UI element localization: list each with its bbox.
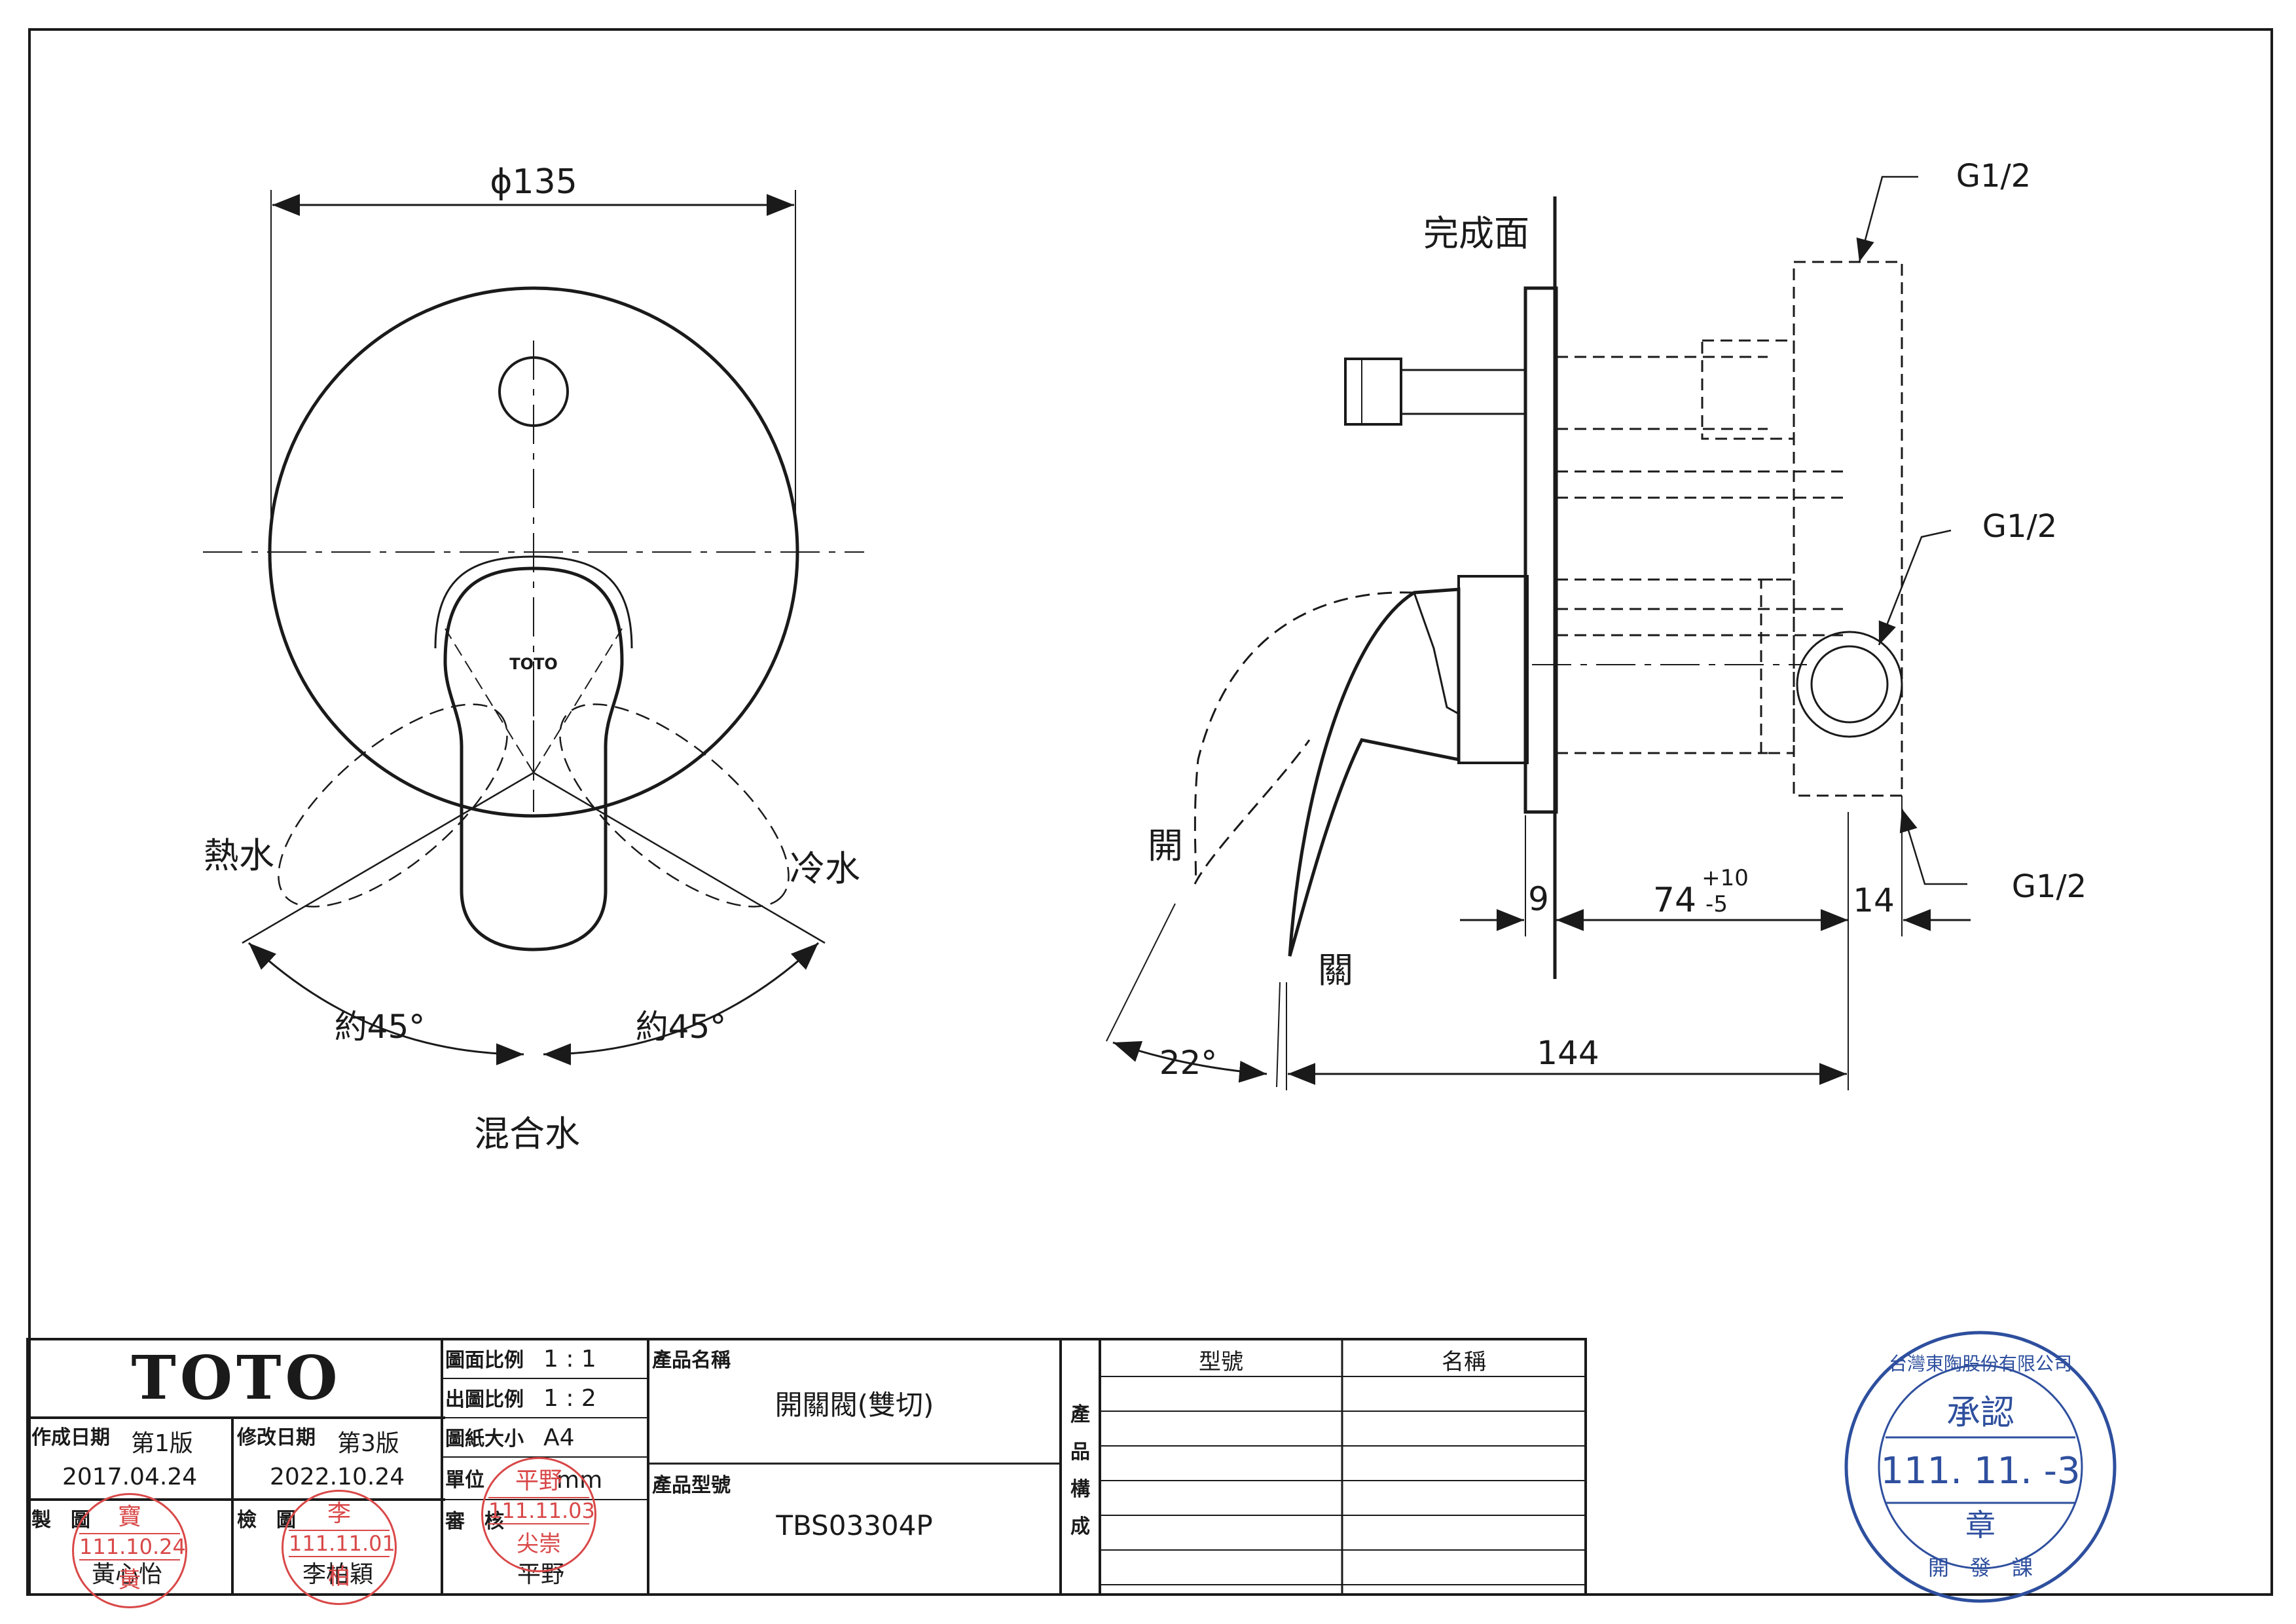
handle-logo: TOTO — [509, 655, 558, 673]
drawn-stamp-date: 111.10.24 — [79, 1533, 186, 1560]
composition-label-2: 品 — [1070, 1441, 1090, 1464]
diameter-label: ϕ135 — [490, 162, 577, 202]
created-date: 2017.04.24 — [62, 1464, 198, 1490]
valve-body — [1793, 261, 1903, 797]
finish-face-label: 完成面 — [1423, 213, 1529, 254]
dim-144-label: 144 — [1537, 1034, 1599, 1072]
cold-water-label: 冷水 — [790, 848, 860, 889]
lever-side-open-ghost — [1194, 591, 1415, 885]
outlet-port-outer — [1796, 631, 1903, 738]
open-label: 開 — [1148, 825, 1183, 866]
approval-stamp-seal: 章 — [1965, 1507, 1995, 1543]
angle-22-label: 22° — [1159, 1044, 1218, 1082]
dim-74-tol-minus: -5 — [1705, 891, 1728, 917]
modified-date: 2022.10.24 — [270, 1464, 405, 1490]
thread-bottom-label: G1/2 — [2012, 868, 2086, 905]
brand-logo: TOTO — [131, 1342, 342, 1413]
lever-collar — [1457, 575, 1529, 764]
composition-label-1: 產 — [1070, 1403, 1090, 1426]
composition-label-3: 構 — [1070, 1478, 1090, 1501]
product-name-label: 產品名稱 — [652, 1349, 731, 1372]
drawn-stamp-top: 寶 — [117, 1504, 141, 1530]
diverter-knob — [1344, 358, 1402, 426]
angle-left-label: 約45° — [335, 1008, 426, 1046]
thread-mid-label: G1/2 — [1982, 508, 2057, 545]
approval-stamp — [1844, 1331, 2117, 1603]
column-model-header: 型號 — [1199, 1349, 1243, 1375]
lever-side-solid — [1288, 587, 1461, 957]
angle-arc-left — [247, 942, 524, 1065]
dim-74-tol-plus: +10 — [1702, 865, 1749, 891]
created-version: 第1版 — [131, 1430, 193, 1457]
hot-water-label: 熱水 — [204, 835, 274, 876]
scale-output: 1 : 2 — [543, 1385, 596, 1412]
thread-top-label: G1/2 — [1956, 158, 2031, 194]
title-block-grid — [26, 1338, 1587, 1596]
dim-14-label: 14 — [1853, 881, 1895, 919]
angle-right-label: 約45° — [636, 1008, 727, 1046]
dim-9-label: 9 — [1528, 880, 1549, 918]
side-view — [1106, 175, 1971, 1090]
scale-drawing-label: 圖面比例 — [445, 1349, 524, 1372]
lever-handle — [443, 566, 624, 951]
drawn-stamp: 寶 111.10.24 黃 — [72, 1493, 187, 1608]
approval-stamp-company: 台灣東陶股份有限公司 — [1889, 1353, 2072, 1375]
checked-stamp-date: 111.11.01 — [289, 1530, 395, 1557]
checked-stamp-bottom: 柏 — [328, 1564, 350, 1590]
dim-74-label: 74 — [1653, 881, 1696, 920]
outlet-port-inner — [1810, 645, 1889, 724]
checked-stamp-top: 李 — [327, 1500, 351, 1527]
unit-label: 單位 — [445, 1469, 484, 1492]
review-stamp-bottom: 尖崇 — [517, 1531, 561, 1557]
approval-stamp-date: 111. 11. -3 — [1880, 1450, 2080, 1492]
paper-size: A4 — [543, 1424, 575, 1451]
modified-version: 第3版 — [337, 1430, 399, 1457]
approval-stamp-department: 開 發 課 — [1928, 1555, 2033, 1580]
review-stamp: 平野 111.11.03 尖崇 — [481, 1457, 596, 1572]
product-model-label: 產品型號 — [652, 1474, 731, 1497]
front-view — [203, 190, 864, 1065]
drawn-stamp-bottom: 黃 — [118, 1567, 141, 1593]
scale-drawing: 1 : 1 — [543, 1346, 596, 1373]
review-stamp-top: 平野 — [515, 1467, 562, 1494]
angle-arc-right — [543, 942, 820, 1065]
product-name: 開關閥(雙切) — [774, 1389, 934, 1421]
scale-output-label: 出圖比例 — [445, 1388, 524, 1411]
wall-plate — [1523, 286, 1558, 814]
mixed-water-label: 混合水 — [474, 1113, 580, 1154]
close-label: 關 — [1318, 950, 1353, 991]
review-stamp-date: 111.11.03 — [488, 1497, 595, 1524]
composition-label-4: 成 — [1070, 1515, 1090, 1538]
created-label: 作成日期 — [31, 1426, 110, 1449]
hot-position-ghost — [278, 703, 508, 908]
column-name-header: 名稱 — [1442, 1349, 1486, 1375]
product-model: TBS03304P — [776, 1509, 933, 1541]
approval-stamp-title: 承認 — [1946, 1393, 2014, 1433]
cold-position-ghost — [559, 703, 790, 908]
modified-label: 修改日期 — [237, 1426, 316, 1449]
checked-stamp: 李 111.11.01 柏 — [282, 1490, 397, 1605]
paper-size-label: 圖紙大小 — [445, 1428, 524, 1450]
